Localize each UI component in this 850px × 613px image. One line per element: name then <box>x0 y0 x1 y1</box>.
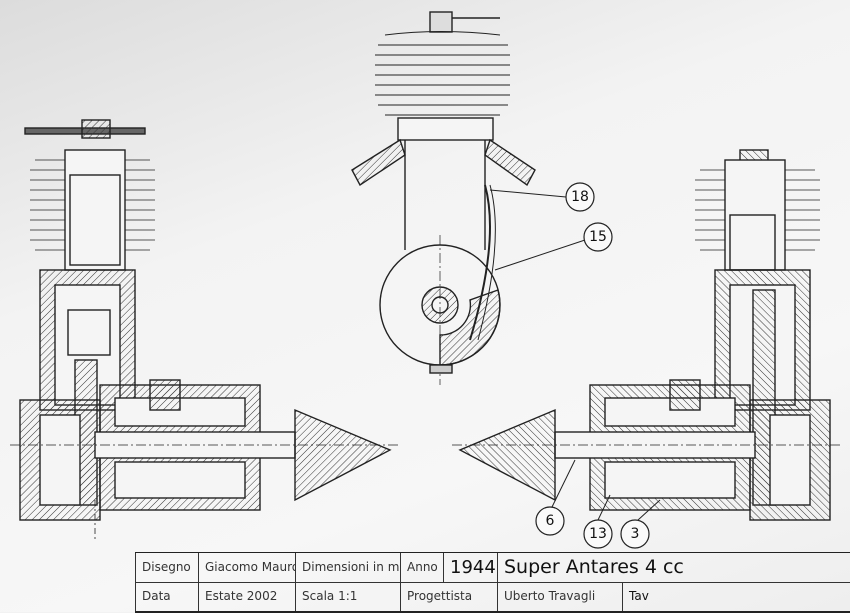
callout-label: 6 <box>546 513 555 529</box>
anno-label: Anno <box>400 553 443 582</box>
right-section-view <box>450 149 840 521</box>
center-side-view <box>351 11 536 385</box>
callout-15: 15 <box>583 222 613 252</box>
scala-note: Scala 1:1 <box>295 582 400 611</box>
callout-6: 6 <box>535 506 565 536</box>
data-label: Data <box>135 582 198 611</box>
title-block: Disegno Giacomo Mauro Dimensioni in mm A… <box>135 552 850 613</box>
title-block-row-1: Disegno Giacomo Mauro Dimensioni in mm A… <box>135 553 850 583</box>
drawing-title: Super Antares 4 cc <box>497 553 850 582</box>
center-cooling-fins <box>375 31 510 116</box>
disegno-label: Disegno <box>135 553 198 582</box>
tavola-label: Tav <box>622 582 850 611</box>
callout-3: 3 <box>620 519 650 549</box>
callout-label: 15 <box>589 229 607 245</box>
callout-label: 18 <box>571 189 589 205</box>
callout-label: 3 <box>631 526 640 542</box>
anno-value: 1944 <box>443 553 497 582</box>
progettista-value: Uberto Travagli <box>497 582 622 611</box>
callout-label: 13 <box>589 526 607 542</box>
progettista-label: Progettista <box>400 582 497 611</box>
callout-13: 13 <box>583 519 613 549</box>
data-value: Estate 2002 <box>198 582 295 611</box>
disegno-value: Giacomo Mauro <box>198 553 295 582</box>
left-section-view <box>10 119 400 540</box>
title-block-row-2: Data Estate 2002 Scala 1:1 Progettista U… <box>135 582 850 611</box>
callout-18: 18 <box>565 182 595 212</box>
dimensioni-note: Dimensioni in mm <box>295 553 400 582</box>
